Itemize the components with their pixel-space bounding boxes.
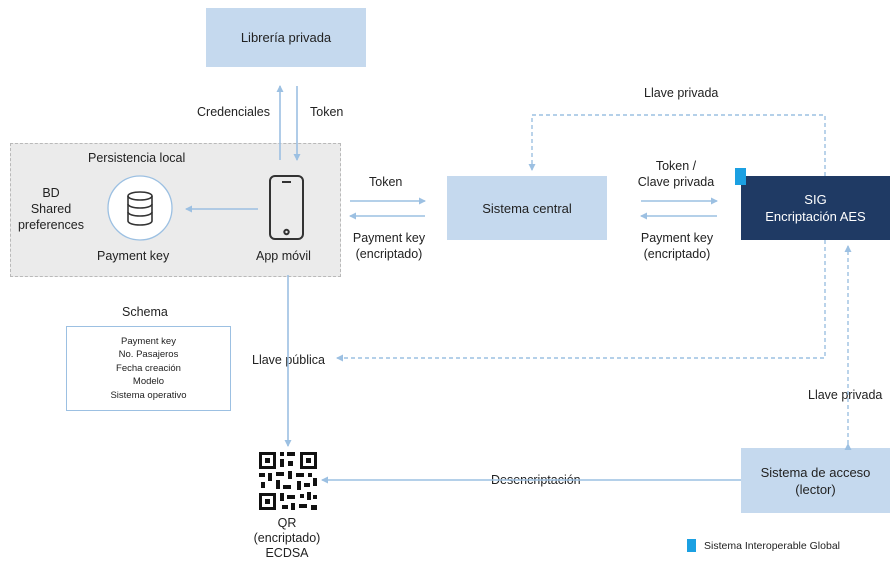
payment-key-right-label: Payment key (encriptado) <box>640 231 714 261</box>
schema-field: No. Pasajeros <box>118 349 179 361</box>
libreria-privada-box: Librería privada <box>206 8 366 67</box>
token-top-label: Token <box>310 105 344 119</box>
qr-label: QR (encriptado) ECDSA <box>253 516 321 560</box>
qr-code-icon <box>259 452 317 510</box>
schema-title: Schema <box>122 305 168 319</box>
persistencia-local-group <box>10 143 341 277</box>
llave-privada-top-label: Llave privada <box>644 86 719 100</box>
sig-marker <box>735 168 746 185</box>
persistencia-local-label: Persistencia local <box>88 151 186 165</box>
schema-box: Payment key No. Pasajeros Fecha creación… <box>66 326 231 411</box>
schema-field: Fecha creación <box>116 362 181 374</box>
sistema-central-box: Sistema central <box>447 176 607 240</box>
payment-key-left-label: Payment key (encriptado) <box>352 231 426 261</box>
sistema-acceso-box: Sistema de acceso (lector) <box>741 448 890 513</box>
payment-key-db-label: Payment key <box>97 249 170 263</box>
schema-field: Sistema operativo <box>110 389 187 401</box>
smartphone-icon <box>269 175 304 240</box>
llave-privada-top-arrow <box>528 114 826 176</box>
llave-publica-arrow <box>336 240 826 362</box>
legend-label: Sistema Interoperable Global <box>704 540 840 552</box>
legend-swatch <box>687 539 696 552</box>
sig-encriptacion-box: SIG Encriptación AES <box>741 176 890 240</box>
credenciales-label: Credenciales <box>197 105 270 119</box>
database-icon <box>107 175 173 241</box>
schema-field: Payment key <box>121 335 176 347</box>
token-mid-label: Token <box>369 175 403 189</box>
token-clave-label: Token / Clave privada <box>637 159 715 189</box>
app-movil-label: App móvil <box>256 249 311 263</box>
bd-label: BD Shared preferences <box>17 186 84 232</box>
schema-field: Modelo <box>132 376 165 388</box>
